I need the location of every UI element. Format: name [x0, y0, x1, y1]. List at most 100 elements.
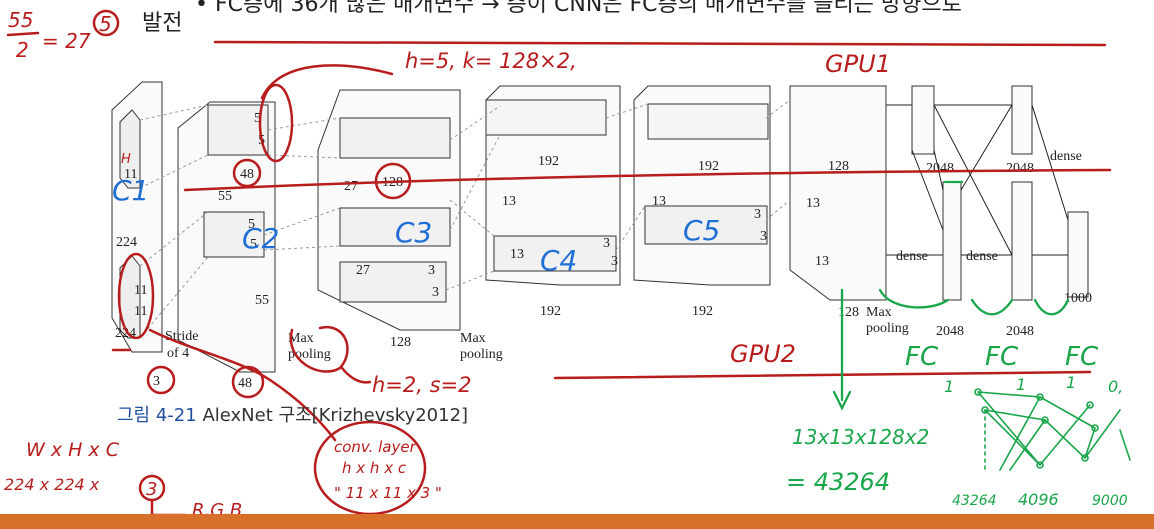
conv4-kernel-label-2: 3 — [760, 229, 767, 244]
c1-label: C1 — [112, 174, 149, 207]
conv3-size-bottom: 13 — [510, 247, 524, 262]
conv1-kernel-label-3: 5 — [248, 217, 255, 232]
blue-text: C1 C2 C3 C4 C5 — [112, 174, 720, 277]
rgb-bracket — [150, 498, 187, 517]
conv4-depth-bottom: 192 — [692, 304, 713, 319]
fc-bracket-3 — [1033, 298, 1070, 316]
input-kernel-circle — [117, 252, 155, 340]
node — [1091, 424, 1099, 432]
conv2-depth-circle — [374, 162, 412, 200]
frac-denominator: 2 — [16, 38, 29, 62]
fc1-dense-label: dense — [896, 249, 928, 264]
printed-labels: 224 224 11 11 11 Stride of 4 3 5 5 48 55… — [115, 111, 1092, 391]
conv4-block-bottom — [644, 205, 768, 245]
whc-circled: 3 — [146, 479, 157, 500]
node-label-d: 0, — [1108, 377, 1123, 396]
conv1-block-top — [207, 104, 269, 156]
fc2-top — [1011, 85, 1033, 155]
conv2-size-bottom: 27 — [356, 263, 370, 278]
pool2-label: Max — [460, 331, 486, 346]
fc3-hand-label: FC — [1065, 342, 1099, 372]
fc3-output — [1067, 211, 1089, 298]
conv5-size-bottom: 13 — [815, 254, 829, 269]
pool1-label: Max — [288, 331, 314, 346]
green-annotations — [832, 180, 1131, 471]
conv-layer-line3: " 11 x 11 x 3 " — [334, 484, 442, 502]
fc2-top-units: 2048 — [1006, 161, 1034, 176]
pool-note: h=2, s=2 — [372, 373, 472, 397]
node — [1036, 461, 1044, 469]
pool3-label: Max — [866, 305, 892, 320]
footer-bar — [0, 514, 1154, 529]
gpu1-divider — [213, 40, 1107, 47]
conv2-kernel-label: 3 — [428, 263, 435, 278]
c3-label: C3 — [395, 216, 432, 249]
c5-label: C5 — [683, 214, 720, 247]
conv1-depth-circle — [232, 158, 262, 188]
slide-top-line: • FC층에 36개 많은 매개변수 → 층이 CNN은 FC층의 매개변수를 … — [195, 0, 962, 18]
fc1-top — [911, 85, 935, 155]
conv3-volume — [485, 85, 621, 286]
gpu2-divider — [553, 370, 1092, 380]
conv1-depth-bottom: 48 — [238, 376, 252, 391]
pool2-label-b: pooling — [460, 347, 503, 362]
node-label-b: 1 — [1016, 375, 1026, 394]
fc1-bottom-units: 2048 — [936, 324, 964, 339]
conv1-kernel-circle — [258, 83, 294, 163]
fc2-hand-label: FC — [985, 342, 1019, 372]
c4-label: C4 — [540, 244, 577, 277]
input-kernel-bottom-label: 11 — [134, 283, 147, 298]
input-dim-label: 224 — [116, 235, 137, 250]
conv1-kernel-label: 5 — [254, 111, 261, 126]
whc-label: W x H x C — [26, 439, 120, 461]
fc1-top-units: 2048 — [926, 161, 954, 176]
conv-layer-line2: h x h x c — [342, 459, 407, 477]
conv4-block-top — [647, 103, 769, 140]
conv3-depth-bottom: 192 — [540, 304, 561, 319]
dashed-connectors — [139, 99, 791, 339]
conv5-depth-top: 128 — [828, 159, 849, 174]
input-kernel-bottom-label-2: 11 — [134, 304, 147, 319]
conv3-kernel-label-2: 3 — [611, 254, 618, 269]
figure-caption: 그림 4-21 AlexNet 구조[Krizhevsky2012] — [117, 401, 468, 427]
fc-arrows — [886, 104, 1069, 256]
fc1-bottom — [942, 181, 962, 301]
frac-circled: 5 — [99, 12, 112, 36]
green-text: 13x13x128x2 = 43264 FC FC FC 1 1 1 0, 43… — [786, 342, 1128, 509]
gpu1-label: GPU1 — [825, 50, 891, 78]
stride-label: Stride — [165, 329, 198, 344]
c2-label: C2 — [242, 222, 279, 255]
fc-bracket-1 — [878, 288, 950, 309]
conv1-size-bottom: 55 — [255, 293, 269, 308]
conv2-block-mid — [339, 207, 451, 247]
conv4-size-label: 13 — [652, 194, 666, 209]
slide-continuation: 발전 — [142, 5, 182, 37]
fc1-hand-label: FC — [905, 342, 939, 372]
stride-of-label: of 4 — [167, 346, 189, 361]
conv3-block-bottom — [493, 235, 617, 272]
frac-numerator: 55 — [8, 8, 33, 32]
input-to-conv-layer-curve — [148, 328, 337, 442]
conv1-depth-top: 48 — [240, 167, 254, 182]
caption-number: 그림 4-21 — [117, 405, 197, 426]
calc-line1: 13x13x128x2 — [792, 425, 929, 449]
fc-bracket-2 — [970, 298, 1014, 316]
fc2-bottom — [1011, 181, 1033, 301]
conv5-volume — [789, 85, 887, 301]
fraction-bar — [6, 31, 40, 37]
conv2-depth-bottom: 128 — [390, 335, 411, 350]
conv3-depth-top: 192 — [538, 154, 559, 169]
pool3-label-b: pooling — [866, 321, 909, 336]
kernel-note: h=5, k= 128×2, — [405, 49, 577, 73]
conv3-size-label: 13 — [502, 194, 516, 209]
continuation-text: 발전 — [142, 11, 183, 36]
conv3-kernel-label: 3 — [603, 236, 610, 251]
bullet-text: • FC층에 36개 많은 매개변수 → 층이 CNN은 FC층의 매개변수를 … — [195, 0, 962, 17]
input-kernel-top-label: 11 — [124, 167, 137, 182]
gpu2-label: GPU2 — [730, 340, 796, 368]
node — [1081, 454, 1089, 462]
calc-line2: = 43264 — [786, 468, 890, 496]
conv-layer-line1: conv. layer — [334, 438, 417, 456]
whc-values: 224 x 224 x — [4, 475, 100, 494]
